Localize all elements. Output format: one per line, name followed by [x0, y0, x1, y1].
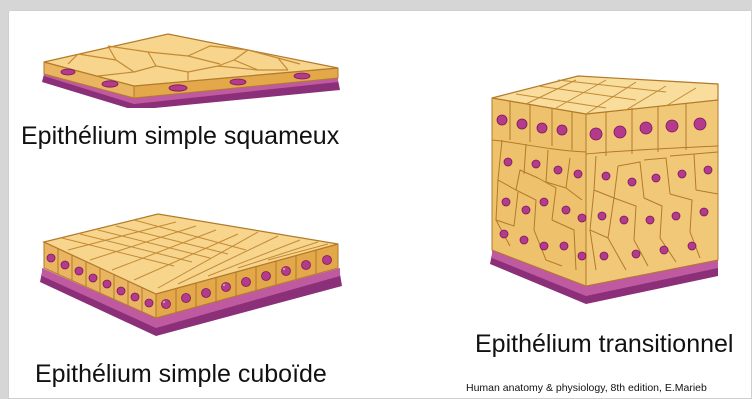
transitional-epithelium-illustration [486, 70, 728, 310]
cuboidal-epithelium-illustration [38, 208, 348, 343]
figure-panel: Epithélium simple squameux [8, 10, 752, 399]
squamous-epithelium-illustration [38, 18, 348, 108]
caption-squamous: Epithélium simple squameux [21, 122, 339, 151]
caption-cuboidal: Epithélium simple cuboïde [35, 360, 327, 389]
caption-transitional: Epithélium transitionnel [475, 330, 733, 359]
source-credit: Human anatomy & physiology, 8th edition,… [466, 382, 707, 394]
